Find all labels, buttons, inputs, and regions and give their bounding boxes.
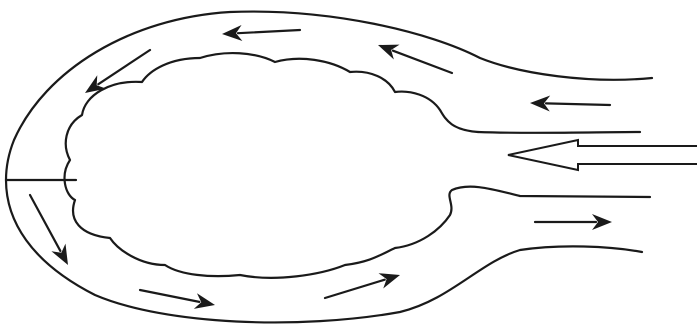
- flow-arrow-4: [85, 50, 150, 93]
- flow-arrow-shaft: [140, 290, 199, 302]
- flow-arrow-shaft: [30, 195, 60, 251]
- outer-boundary-lower: [6, 180, 642, 322]
- flow-arrows-group: [30, 25, 612, 309]
- flow-arrow-head: [51, 244, 68, 265]
- flow-arrow-shaft: [393, 51, 452, 73]
- flow-arrow-5: [30, 195, 68, 265]
- flow-arrow-shaft: [98, 50, 150, 84]
- flow-arrow-3: [530, 96, 610, 112]
- flow-arrow-7: [325, 273, 400, 298]
- flow-arrow-shaft: [325, 280, 385, 298]
- flow-arrow-6: [140, 290, 215, 309]
- inlet-channel-top: [478, 132, 640, 133]
- flow-arrow-2: [378, 45, 452, 73]
- flow-arrow-1: [222, 25, 300, 41]
- flow-arrow-shaft: [546, 103, 610, 105]
- flow-arrow-shaft: [238, 30, 300, 33]
- flow-arrow-8: [535, 214, 612, 230]
- hollow-inlet-arrow: [508, 140, 697, 170]
